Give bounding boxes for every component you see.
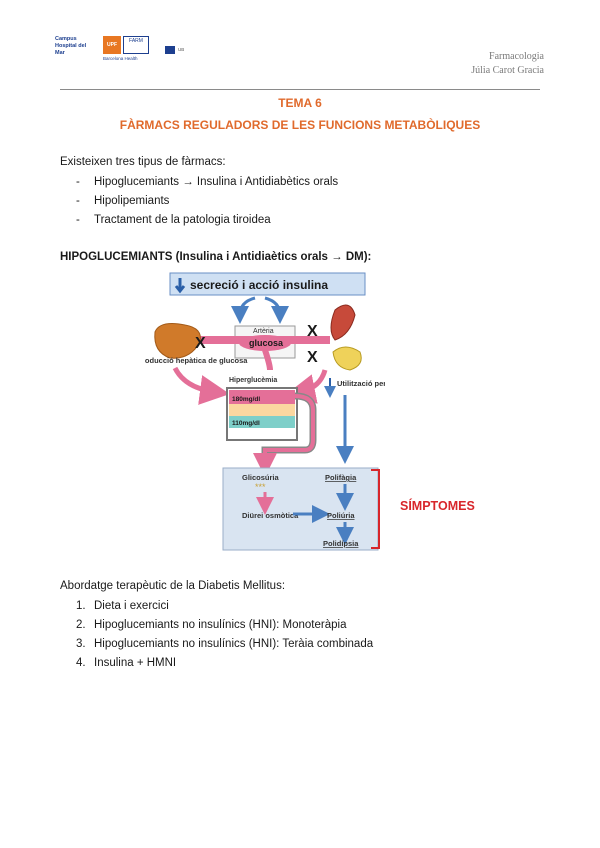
symptoms-title: SÍMPTOMES [400,499,475,513]
list-item: - Tractament de la patologia tiroidea [76,214,271,226]
ub-logo: UB [165,40,205,60]
polyuria-label: Poliúria [327,511,355,520]
list-number: 2. [76,619,86,631]
list-bullet: - [76,214,80,226]
upf-logo-subtext: Barcelona Health [103,56,138,61]
list-item: 2. Hipoglucemiants no insulínics (HNI): M… [76,619,346,631]
insulin-label: secreció i acció insulina [190,278,328,292]
treatment-paragraph: Abordatge terapèutic de la Diabetis Mell… [60,580,286,592]
x-mark-fat: X [307,349,318,366]
down-arrow-icon [174,278,186,294]
list-item: 4. Insulina + HMNI [76,657,176,669]
liver-icon [154,323,201,359]
subject-name: Farmacologia [489,51,544,62]
hyperglycemia-label: Hiperglucèmia [229,377,277,384]
polydipsia-label: Polidípsia [323,539,359,548]
level-high-label: 180mg/dl [232,396,260,403]
x-mark-liver: X [195,335,206,352]
section-heading: HIPOGLUCEMIANTS (Insulina i Antidiaètics… [60,251,372,263]
list-number: 3. [76,638,86,650]
level-high-band [229,390,295,404]
institution-logos: Campus Hospital del Mar UPF FARM Barcelo… [55,36,215,72]
level-low-label: 110mg/dl [232,420,260,427]
list-item: - Hipolipemiants [76,195,169,207]
list-item: - Hipoglucemiants → Insulina i Antidiabèt… [76,176,338,188]
ub-logo-text: UB [178,47,185,52]
glucose-down [262,349,273,371]
glucose-label: glucosa [249,338,284,348]
list-item-text: Hipoglucemiants no insulínics (HNI): Ter… [94,638,374,650]
topic-number: TEMA 6 [278,96,322,110]
farm-logo-box: FARM [123,36,149,54]
list-item-text: Insulina + HMNI [94,657,177,669]
polyphagia-label: Polifàgia [325,473,357,482]
diuresis-label: Diürei osmòtica [242,511,299,520]
level-low-band [229,416,295,428]
list-item-text: Dieta i exercici [94,600,169,612]
hospital-logo: Campus Hospital del Mar [55,36,87,56]
list-item-text: Tractament de la patologia tiroidea [94,214,271,226]
list-number: 1. [76,600,86,612]
peripheral-label: Utilització perifèrica de glucosa [337,379,385,388]
topic-title: FÀRMACS REGULADORS DE LES FUNCIONS METAB… [119,118,481,132]
list-item-text: Hipoglucemiants no insulínics (HNI): Mon… [94,619,347,631]
list-bullet: - [76,195,80,207]
fat-icon [332,346,362,371]
list-item: 1. Dieta i exercici [76,600,169,612]
artery-label: Artèria [253,328,274,335]
insulin-box [169,272,366,296]
ub-logo-mark [165,46,175,54]
list-number: 4. [76,657,86,669]
upf-logo: UPF FARM Barcelona Health [103,36,153,68]
list-item-text: Hipolipemiants [94,195,170,207]
overflow-flow [253,394,315,477]
muscle-icon [330,304,356,341]
header-info: Farmacologia Júlia Carot Gracia [471,50,544,78]
glucose-blob [239,335,291,351]
symptoms-bracket [371,469,380,549]
split-arrow-left [231,296,256,324]
author-name: Júlia Carot Gracia [471,65,544,76]
x-mark-muscle: X [307,323,318,340]
level-mid-band [229,404,295,416]
diabetes-diagram: secreció i acció insulina Artèria glucos… [145,272,385,551]
liver-to-blood-arrow [172,366,230,405]
glucosuria-label: Glicosúria [242,473,280,482]
liver-label: Producció hepàtica de glucosa [145,356,248,365]
upf-logo-block: UPF [103,36,121,54]
tissue-to-blood-arrow [285,369,328,404]
glucose-stars: *** [255,482,266,492]
list-item-text: Hipoglucemiants → Insulina i Antidiabèti… [94,176,339,188]
split-arrow-right [264,296,289,324]
header-divider [60,89,540,90]
list-bullet: - [76,176,80,188]
list-item: 3. Hipoglucemiants no insulínics (HNI): T… [76,638,373,650]
intro-paragraph: Existeixen tres tipus de fàrmacs: [60,156,226,168]
